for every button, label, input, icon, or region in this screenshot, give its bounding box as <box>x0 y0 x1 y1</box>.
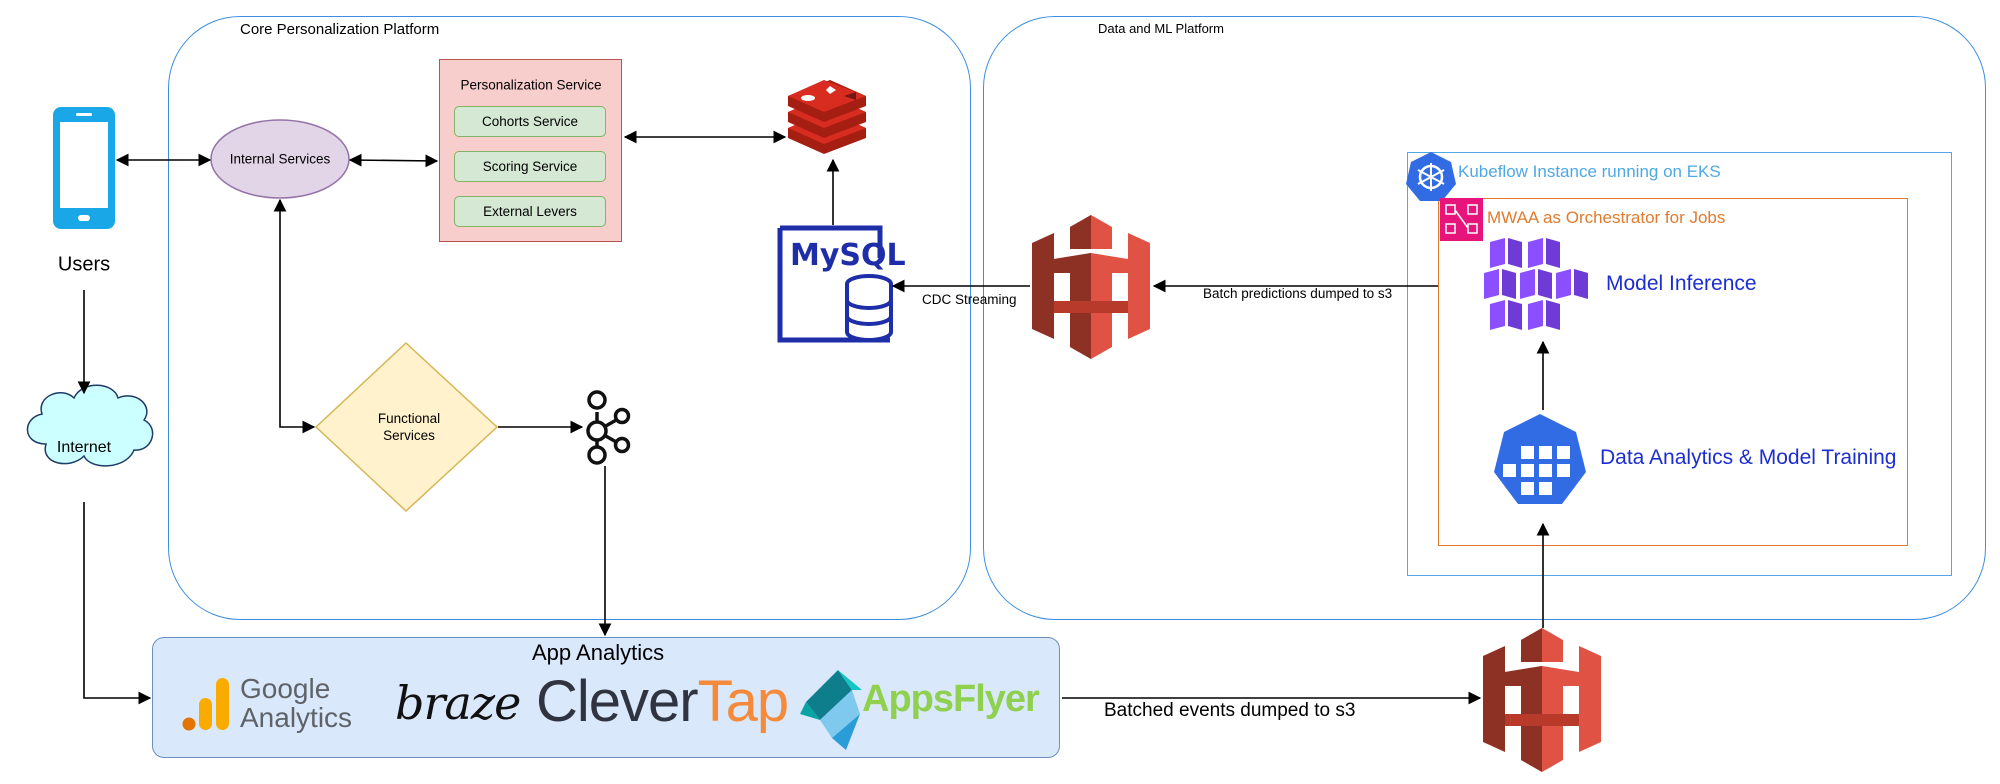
cloud-icon <box>26 384 154 467</box>
functional-services-line2: Services <box>383 428 435 443</box>
appsflyer-logo-text: AppsFlyer <box>862 678 1040 720</box>
mwaa-title: MWAA as Orchestrator for Jobs <box>1487 208 1726 227</box>
google-analytics-icon <box>182 678 229 731</box>
external-levers-box: External Levers <box>454 196 606 227</box>
internet-label: Internet <box>56 439 112 456</box>
functional-services-line1: Functional <box>377 411 441 426</box>
kubeflow-title: Kubeflow Instance running on EKS <box>1458 162 1721 181</box>
airflow-mwaa-icon <box>1440 198 1483 241</box>
mwaa-box <box>1438 198 1908 546</box>
users-label: Users <box>57 253 111 276</box>
data-ml-platform-group <box>983 16 1986 620</box>
google-analytics-text: Google Analytics <box>240 674 352 732</box>
personalization-service-title: Personalization Service <box>460 77 602 93</box>
clevertap-logo-text: CleverTap <box>536 668 790 735</box>
data-analytics-label: Data Analytics & Model Training <box>1600 446 1897 469</box>
data-ml-platform-title: Data and ML Platform <box>1098 21 1224 36</box>
cdc-streaming-label: CDC Streaming <box>922 292 1017 307</box>
aws-s3-bucket-icon-events <box>1483 628 1601 772</box>
functional-services-label: Functional Services <box>378 410 440 444</box>
smartphone-icon <box>53 107 115 229</box>
scoring-service-box: Scoring Service <box>454 151 606 182</box>
internal-services-label: Internal Services <box>229 151 331 167</box>
google-analytics-line2: Analytics <box>240 702 353 733</box>
app-analytics-box <box>152 637 1060 758</box>
kubeflow-box <box>1407 152 1952 576</box>
kubernetes-icon <box>1406 152 1456 201</box>
core-platform-title: Core Personalization Platform <box>240 21 440 38</box>
aws-s3-bucket-icon <box>1032 215 1150 359</box>
functional-services-node <box>314 341 499 513</box>
model-inference-label: Model Inference <box>1606 272 1757 295</box>
core-platform-group <box>168 16 971 620</box>
google-analytics-line1: Google <box>240 673 331 704</box>
edge-internal-personalization <box>348 153 439 168</box>
cohorts-service-box: Cohorts Service <box>454 106 606 137</box>
clevertap-part2: Tap <box>697 669 790 734</box>
container-cluster-icon <box>1484 238 1588 330</box>
appsflyer-icon <box>800 670 862 750</box>
app-analytics-title: App Analytics <box>532 640 665 665</box>
mysql-label: MySQL <box>790 238 906 273</box>
edge-internal-functional <box>273 198 316 434</box>
edge-internet-analytics <box>83 502 152 705</box>
redis-icon <box>788 80 866 154</box>
mysql-database-icon <box>777 225 893 343</box>
braze-logo-text: braze <box>395 676 521 730</box>
batch-predictions-label: Batch predictions dumped to s3 <box>1203 286 1393 301</box>
kafka-icon <box>586 390 631 465</box>
clevertap-part1: Clever <box>536 669 699 734</box>
batched-events-label: Batched events dumped to s3 <box>1104 700 1356 721</box>
kubernetes-job-icon <box>1494 414 1586 504</box>
